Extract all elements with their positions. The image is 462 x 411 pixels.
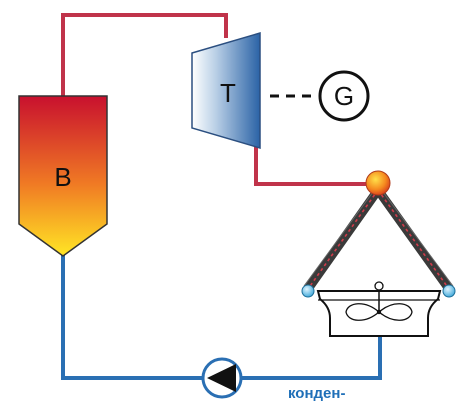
boiler-label: B <box>54 162 71 192</box>
boiler: B <box>18 95 108 257</box>
turbine-label: T <box>220 78 236 108</box>
generator-label: G <box>334 81 354 111</box>
condenser-frame-right <box>382 191 454 287</box>
condensate-pipe <box>61 250 382 380</box>
condenser-tube-right-glow <box>377 189 450 290</box>
generator-icon: G <box>318 70 370 122</box>
condenser-inlet-node <box>365 170 391 196</box>
condenser-tube-left-glow <box>307 189 379 290</box>
condenser-collector-right <box>442 284 456 298</box>
turbine: T <box>191 31 261 150</box>
condenser-frame-left <box>303 191 374 287</box>
condenser <box>301 170 456 337</box>
pump-icon <box>201 357 243 399</box>
condenser-caption: конден- <box>288 385 345 402</box>
fan-icon <box>345 281 413 321</box>
condenser-collector-left <box>301 284 315 298</box>
steam-pipe <box>61 13 378 186</box>
